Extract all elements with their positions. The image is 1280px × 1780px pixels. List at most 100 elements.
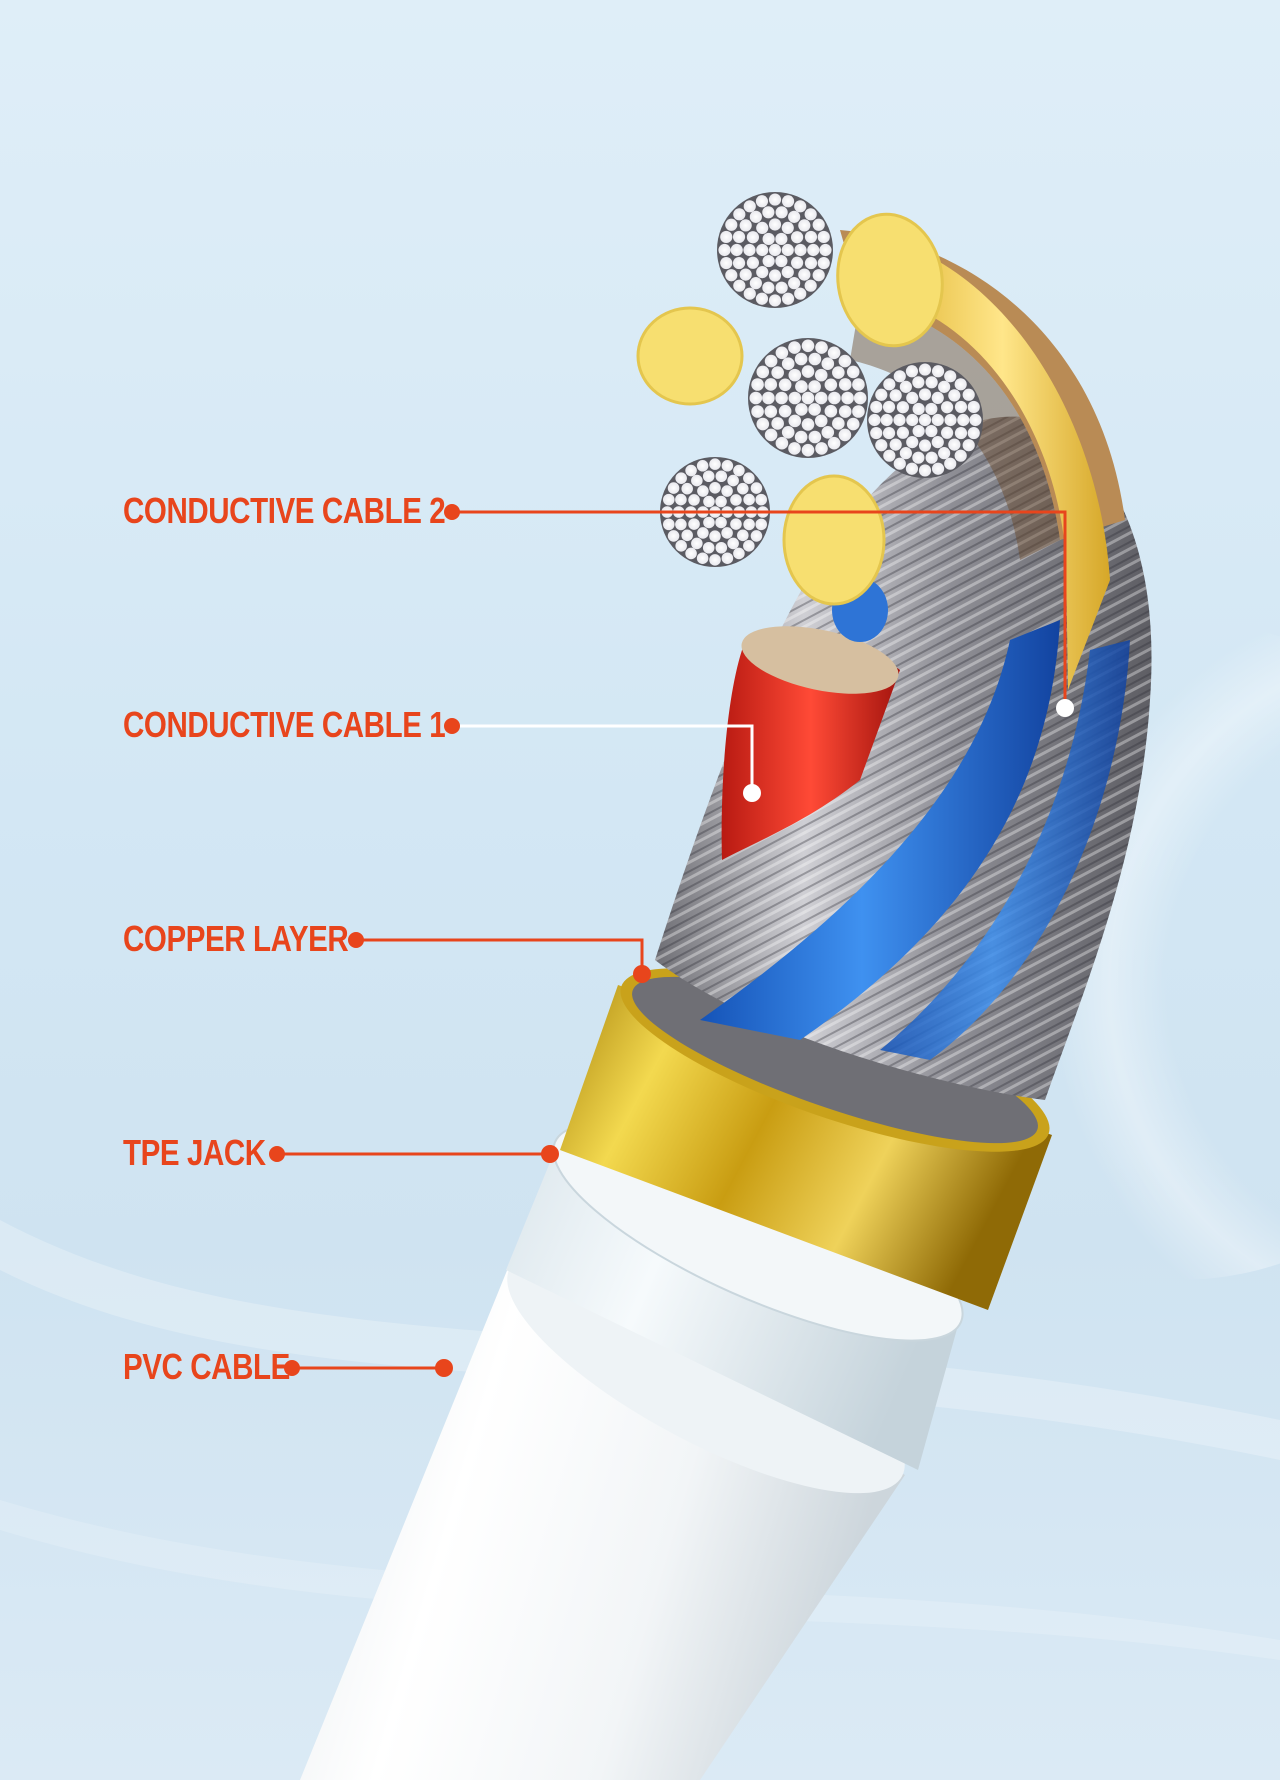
wire-strand: [755, 493, 767, 506]
wire-strand: [804, 257, 818, 270]
wire-strand: [827, 436, 841, 450]
wire-strand: [938, 380, 951, 393]
wire-strand: [720, 230, 733, 244]
wire-strand: [801, 365, 815, 378]
wire-strand: [768, 218, 782, 231]
wire-strand: [788, 277, 801, 290]
wire-strand: [967, 400, 980, 414]
wire-strand: [732, 230, 746, 243]
wire-strand: [808, 403, 821, 416]
wire-strand: [827, 346, 841, 360]
wire-strand: [882, 427, 896, 440]
wire-strand: [749, 210, 762, 223]
label-tpe-jack: TPE JACK: [123, 1132, 266, 1173]
wire-strand: [883, 378, 896, 391]
wire-strand: [778, 378, 792, 392]
wire-strand: [791, 256, 804, 269]
wire-strand: [720, 256, 733, 270]
wire-strand: [771, 366, 784, 379]
wire-strand: [896, 426, 909, 439]
wire-strand: [756, 365, 770, 379]
wire-strand: [702, 541, 715, 554]
wire-strand: [743, 472, 755, 484]
wire-strand: [681, 529, 693, 542]
wire-strand: [821, 357, 835, 371]
wire-strand: [954, 449, 967, 462]
wire-strand: [788, 341, 801, 354]
wire-strand: [768, 269, 782, 282]
wire-strand: [663, 493, 675, 506]
wire-strand: [838, 428, 852, 442]
leader-dot-copper-layer-end: [633, 965, 651, 983]
wire-strand: [798, 268, 811, 281]
wire-strand: [768, 243, 782, 257]
wire-strand: [925, 402, 938, 416]
wire-strand: [931, 413, 944, 427]
wire-strand: [756, 266, 769, 279]
wire-strand: [838, 378, 852, 391]
leader-dot-tpe-jack-start: [269, 1146, 285, 1162]
wire-strand: [812, 269, 825, 282]
wire-strand: [906, 436, 919, 449]
wire-strand: [905, 365, 919, 378]
wire-strand: [954, 427, 968, 440]
wire-strand: [804, 230, 818, 243]
wire-strand: [725, 269, 738, 282]
wire-strand: [781, 425, 795, 439]
label-pvc-cable: PVC CABLE: [123, 1346, 290, 1387]
wire-strand: [696, 552, 709, 564]
wire-strand: [733, 547, 745, 560]
wire-strand: [788, 368, 802, 382]
wire-strand: [912, 376, 925, 389]
wire-strand: [905, 462, 919, 475]
conductor-bundles: [660, 192, 983, 567]
wire-strand: [801, 339, 815, 353]
leader-dot-pvc-cable-start: [284, 1360, 300, 1376]
wire-strand: [944, 457, 957, 470]
wire-strand: [762, 254, 775, 268]
wire-strand: [775, 254, 788, 268]
wire-strand: [812, 218, 825, 231]
wire-strand: [730, 494, 742, 506]
wire-strand: [814, 368, 828, 382]
wire-strand: [778, 404, 792, 418]
wire-strand: [788, 210, 801, 223]
wire-strand: [691, 474, 703, 487]
conductor-bundle-3: [867, 362, 983, 478]
wire-strand: [721, 552, 734, 564]
wire-strand: [912, 424, 925, 438]
wire-strand: [828, 391, 841, 405]
leader-dot-conductive-cable-1-start: [444, 718, 460, 734]
wire-strand: [721, 460, 734, 472]
wire-strand: [853, 391, 867, 405]
wire-strand: [925, 451, 938, 464]
wire-strand: [794, 430, 808, 444]
wire-strand: [768, 193, 782, 206]
wire-strand: [733, 208, 746, 221]
wire-strand: [899, 380, 912, 393]
wire-strand: [764, 354, 778, 368]
wire-strand: [743, 243, 756, 257]
wire-strand: [721, 527, 733, 539]
wire-strand: [762, 281, 775, 294]
wire-strand: [725, 218, 738, 231]
wire-strand: [808, 430, 822, 444]
wire-strand: [667, 530, 680, 542]
wire-strand: [781, 292, 795, 305]
blue-wire: [700, 620, 1130, 1060]
wire-strand: [852, 405, 865, 418]
wire-strand: [804, 279, 817, 292]
wire-strand: [703, 495, 715, 508]
wire-strand: [967, 426, 980, 440]
wire-strand: [696, 460, 709, 472]
wire-strand: [732, 257, 746, 270]
wire-strand: [718, 243, 731, 257]
wire-strand: [852, 378, 865, 391]
wire-strand: [715, 516, 727, 529]
wire-strand: [749, 277, 762, 290]
wire-strand: [702, 470, 715, 483]
leader-dot-conductive-cable-2-start: [444, 504, 460, 520]
wire-strand: [721, 485, 733, 497]
wire-strand: [824, 378, 838, 392]
wire-strand: [775, 346, 789, 360]
